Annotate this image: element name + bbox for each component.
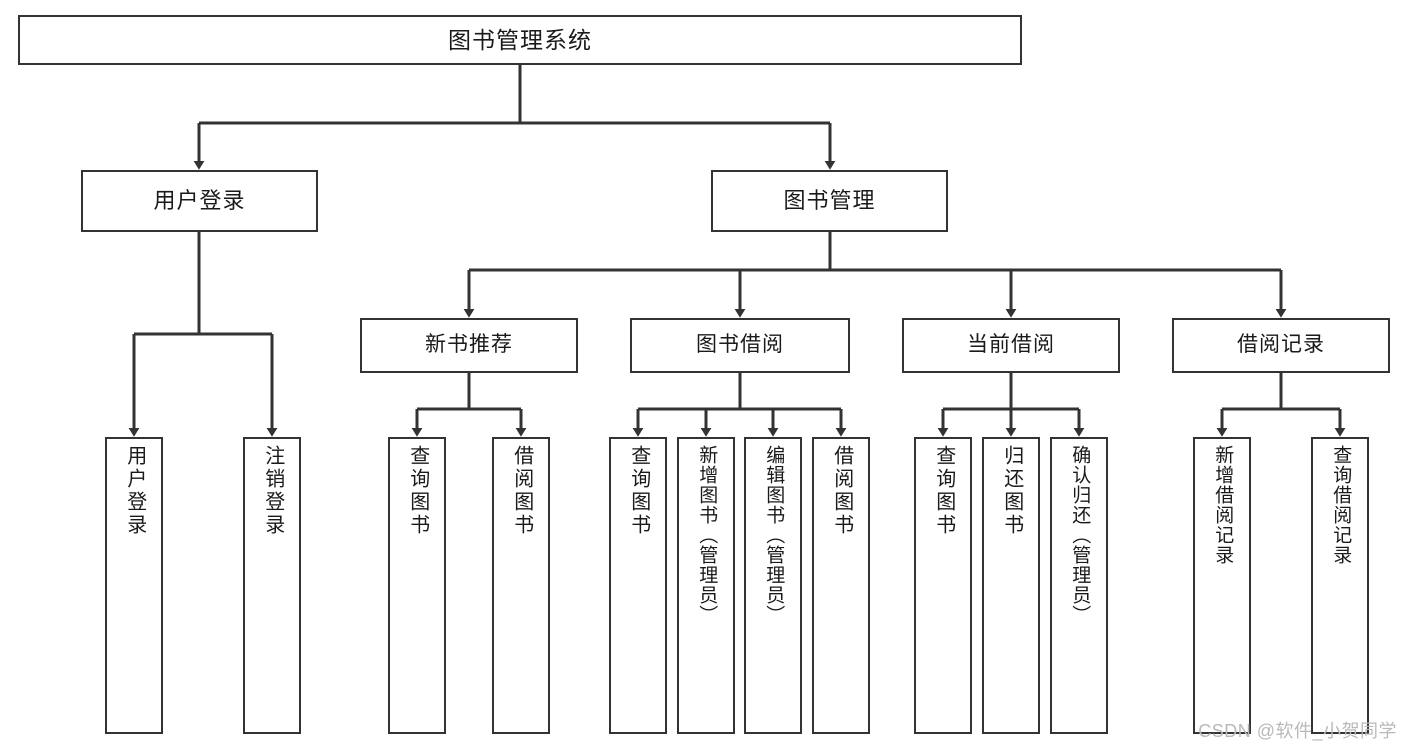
node-label: 用户登录 xyxy=(153,188,246,214)
node-user-login[interactable]: 用户登录 xyxy=(81,170,318,232)
node-label: 编辑图书（管理员） xyxy=(763,445,785,625)
node-label: 查询图书 xyxy=(406,445,429,537)
node-label: 确认归还（管理员） xyxy=(1069,445,1091,625)
leaf-current-borrow-query-book[interactable]: 查询图书 xyxy=(914,437,972,734)
node-label: 查询图书 xyxy=(627,445,650,537)
leaf-borrow-record-query-record[interactable]: 查询借阅记录 xyxy=(1311,437,1369,734)
watermark: CSDN @软件_小贺同学 xyxy=(1198,721,1397,741)
node-current-borrow[interactable]: 当前借阅 xyxy=(902,318,1120,373)
leaf-current-borrow-return-book[interactable]: 归还图书 xyxy=(982,437,1040,734)
node-label: 用户登录 xyxy=(123,445,146,537)
leaf-new-book-query-book[interactable]: 查询图书 xyxy=(388,437,446,734)
node-label: 新增图书（管理员） xyxy=(696,445,718,625)
node-label: 新书推荐 xyxy=(425,333,513,357)
node-label: 借阅记录 xyxy=(1237,333,1325,357)
node-book-management[interactable]: 图书管理 xyxy=(711,170,948,232)
node-book-borrow[interactable]: 图书借阅 xyxy=(630,318,850,373)
leaf-borrow-record-add-record[interactable]: 新增借阅记录 xyxy=(1193,437,1251,734)
node-label: 查询图书 xyxy=(932,445,955,537)
leaf-book-borrow-add-book-admin[interactable]: 新增图书（管理员） xyxy=(677,437,735,734)
leaf-new-book-borrow-book[interactable]: 借阅图书 xyxy=(492,437,550,734)
leaf-user-login-login[interactable]: 用户登录 xyxy=(105,437,163,734)
node-label: 图书借阅 xyxy=(696,333,784,357)
node-label: 查询借阅记录 xyxy=(1330,445,1352,565)
node-new-book-recommend[interactable]: 新书推荐 xyxy=(360,318,578,373)
leaf-user-login-logout[interactable]: 注销登录 xyxy=(243,437,301,734)
leaf-book-borrow-borrow-book[interactable]: 借阅图书 xyxy=(812,437,870,734)
node-borrow-record[interactable]: 借阅记录 xyxy=(1172,318,1390,373)
node-label: 借阅图书 xyxy=(510,445,533,537)
node-label: 当前借阅 xyxy=(967,333,1055,357)
node-label: 图书管理系统 xyxy=(448,26,592,53)
node-label: 新增借阅记录 xyxy=(1212,445,1234,565)
node-root-book-management-system[interactable]: 图书管理系统 xyxy=(18,15,1022,65)
leaf-book-borrow-query-book[interactable]: 查询图书 xyxy=(609,437,667,734)
leaf-current-borrow-confirm-return-admin[interactable]: 确认归还（管理员） xyxy=(1050,437,1108,734)
node-label: 注销登录 xyxy=(261,445,284,537)
node-label: 图书管理 xyxy=(783,188,876,214)
node-label: 借阅图书 xyxy=(830,445,853,537)
leaf-book-borrow-edit-book-admin[interactable]: 编辑图书（管理员） xyxy=(744,437,802,734)
node-label: 归还图书 xyxy=(1000,445,1023,537)
